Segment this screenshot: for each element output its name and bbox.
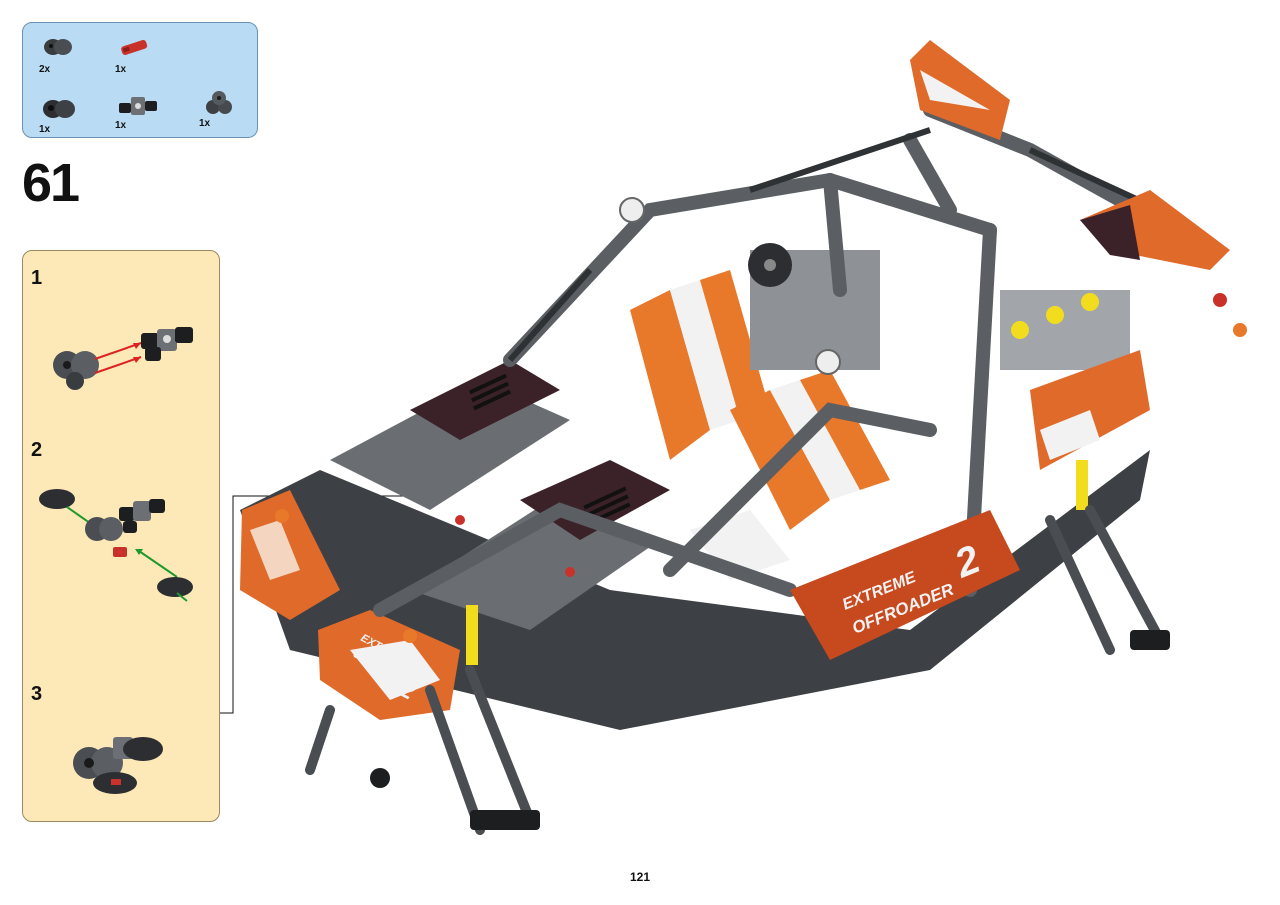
part-axle-pin: 1x xyxy=(115,35,165,75)
substep-1: 1 xyxy=(23,267,221,427)
parts-list-panel: 2x 1x 1x 1x 1x xyxy=(22,22,258,138)
step-number: 61 xyxy=(22,153,80,213)
double-bush-icon xyxy=(44,39,72,55)
red-axle-pin-icon xyxy=(121,39,148,55)
substep-number: 3 xyxy=(31,683,43,705)
part-qty: 1x xyxy=(39,124,51,135)
substep-2: 2 xyxy=(23,439,221,639)
substep-1-diagram xyxy=(53,327,193,390)
substep-number: 2 xyxy=(31,439,43,461)
part-triple-connector: 1x xyxy=(199,89,249,129)
substeps-panel: 1 2 xyxy=(22,250,220,822)
part-double-bush: 2x xyxy=(39,35,89,75)
axle-joiner-icon xyxy=(119,97,157,115)
connector-block-icon xyxy=(43,100,75,118)
substep-number: 1 xyxy=(31,267,43,289)
part-axle-joiner: 1x xyxy=(115,91,165,131)
part-qty: 1x xyxy=(115,120,127,131)
substep-3: 3 xyxy=(23,683,221,813)
substep-3-diagram xyxy=(73,737,163,794)
substep-2-diagram xyxy=(39,489,193,602)
triple-connector-icon xyxy=(206,91,232,114)
buggy-model-illustration: EXTREME OFFROADER 2 EXTREME OFFROADER 2 xyxy=(240,40,1247,835)
part-qty: 1x xyxy=(199,118,211,129)
part-qty: 1x xyxy=(115,64,127,75)
part-qty: 2x xyxy=(39,64,51,75)
part-connector-block: 1x xyxy=(39,95,89,135)
page-number: 121 xyxy=(629,870,651,884)
